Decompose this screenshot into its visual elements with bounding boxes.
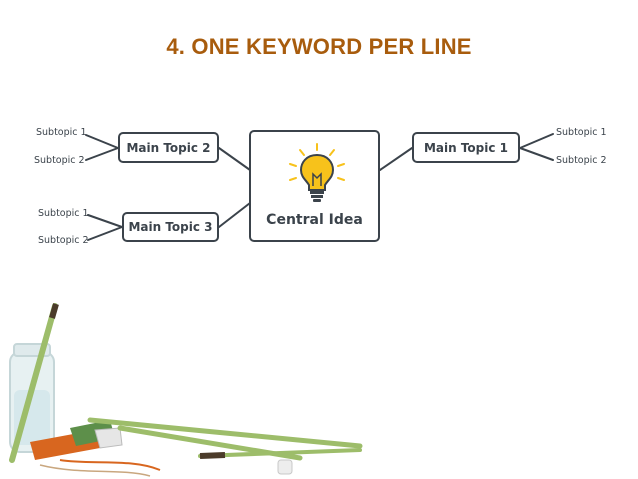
- slide-title: 4. ONE KEYWORD PER LINE: [166, 34, 472, 59]
- topic3-subtopic-1: Subtopic 1: [38, 208, 89, 219]
- connector-central-topic1: [379, 147, 413, 171]
- main-topic-2-node: Main Topic 2: [118, 132, 219, 163]
- paintbrush-illustration: [9, 303, 363, 477]
- lightbulb-icon: [289, 143, 345, 202]
- main-topic-1-node: Main Topic 1: [412, 132, 520, 163]
- topic1-subtopic-2: Subtopic 2: [556, 155, 607, 166]
- main-topic-1-label: Main Topic 1: [423, 140, 509, 155]
- central-idea-label: Central Idea: [266, 212, 363, 228]
- main-topic-3-node: Main Topic 3: [122, 212, 219, 242]
- central-idea-node: Central Idea: [249, 130, 380, 242]
- connector-central-topic2: [218, 147, 251, 171]
- main-topic-2-label: Main Topic 2: [126, 140, 211, 155]
- connector-central-topic3: [218, 202, 251, 228]
- topic1-subtopic-1: Subtopic 1: [556, 127, 607, 138]
- topic3-subtopic-2: Subtopic 2: [38, 235, 89, 246]
- topic2-subtopic-1: Subtopic 1: [36, 127, 87, 138]
- topic2-subtopic-2: Subtopic 2: [34, 155, 85, 166]
- main-topic-3-label: Main Topic 3: [128, 220, 213, 234]
